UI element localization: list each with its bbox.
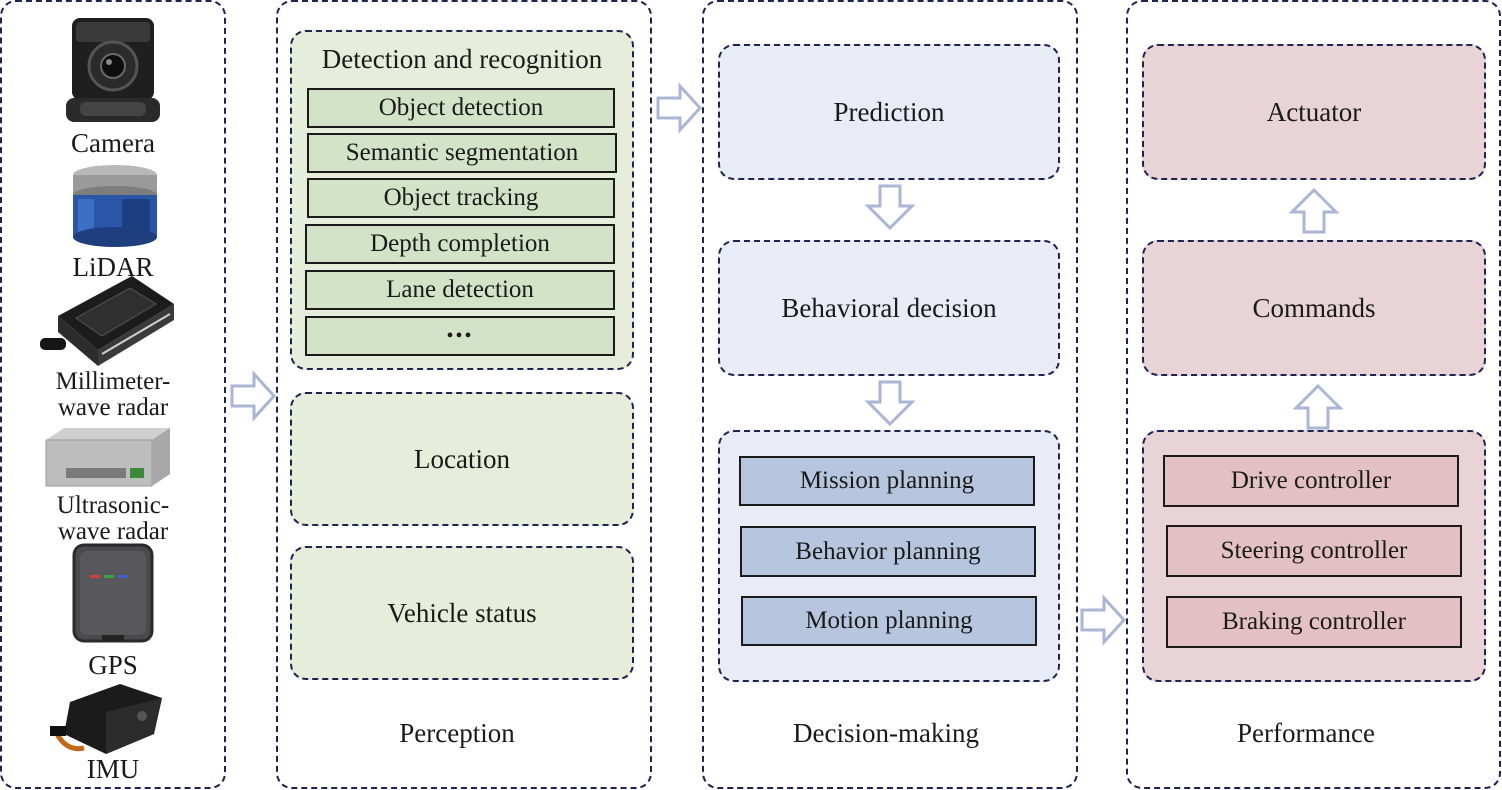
controller-item: Braking controller [1166,596,1462,648]
imu-label: IMU [86,754,140,784]
mmwave-label-line2: wave radar [57,394,169,421]
arrow-up-icon [1288,187,1340,234]
detection-item: Lane detection [305,270,615,310]
arrow-right-icon [1080,594,1127,646]
detection-item: Depth completion [305,224,615,264]
location-box: Location [290,392,634,526]
mmwave-label-line1: Millimeter- [55,368,171,395]
arrow-up-icon [1292,383,1344,430]
perception-title: Perception [399,718,515,748]
detection-item: Object tracking [307,178,615,218]
arrow-down-icon [864,380,916,427]
prediction-box: Prediction [718,44,1060,180]
detection-item: Object detection [307,88,615,128]
lidar-label: LiDAR [72,252,154,282]
ultrasonic-radar-icon [45,428,170,487]
planning-item: Motion planning [741,596,1037,646]
gps-icon [72,543,154,643]
vehicle-status-box: Vehicle status [290,546,634,680]
arrow-down-icon [864,184,916,231]
controller-item: Drive controller [1163,455,1459,507]
actuator-box: Actuator [1142,44,1486,180]
arrow-right-icon [656,82,703,134]
gps-label: GPS [88,650,138,680]
sensors-column [0,0,226,789]
planning-item: Mission planning [739,456,1035,506]
performance-title: Performance [1237,718,1375,748]
millimeter-wave-radar-icon [40,276,174,366]
decision-making-title: Decision-making [793,718,979,748]
commands-box: Commands [1142,240,1486,376]
ultrasonic-label-line2: wave radar [57,518,169,545]
camera-icon [66,18,160,122]
camera-label: Camera [71,128,155,158]
ultrasonic-label-line1: Ultrasonic- [56,492,170,519]
detection-item-ellipsis: ••• [305,316,615,356]
planning-item: Behavior planning [740,526,1036,577]
behavioral-decision-box: Behavioral decision [718,240,1060,376]
arrow-right-icon [230,370,277,422]
detection-item: Semantic segmentation [307,133,617,173]
imu-icon [50,684,162,754]
detection-recognition-title: Detection and recognition [321,44,603,74]
lidar-icon [73,165,157,247]
controller-item: Steering controller [1166,525,1462,577]
